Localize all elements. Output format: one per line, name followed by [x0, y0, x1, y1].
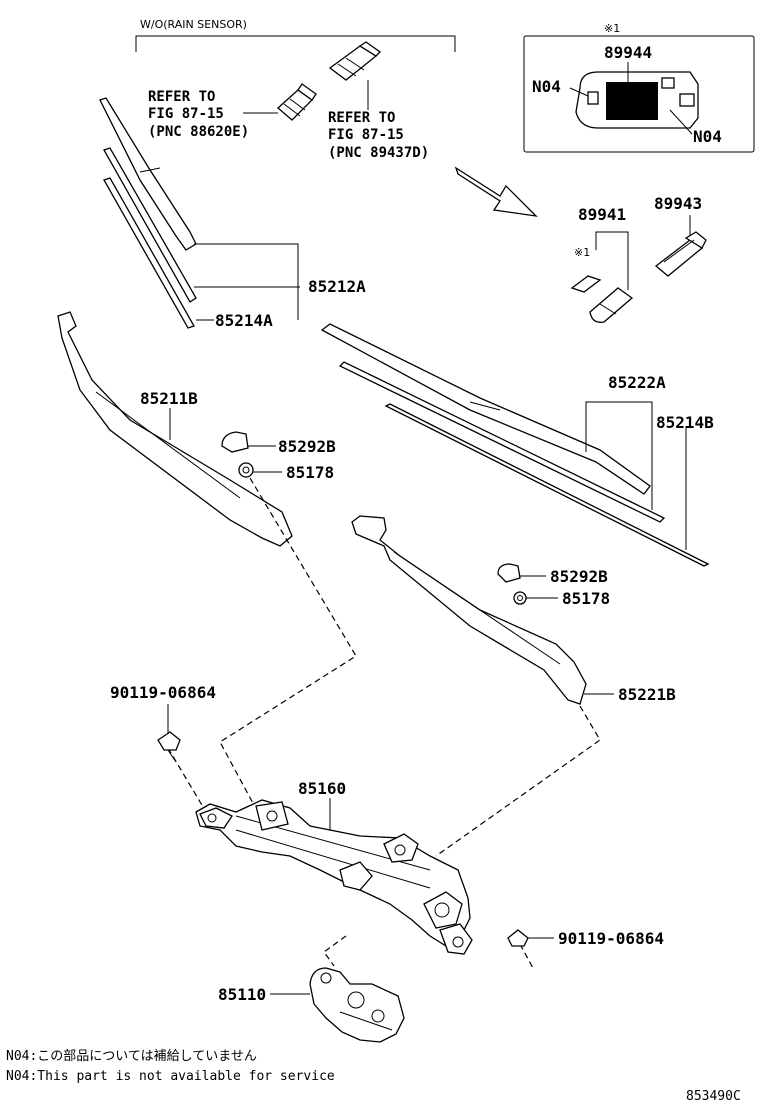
wo-rain-sensor-bracket: W/O(RAIN SENSOR)	[135, 18, 456, 52]
ref2-line1: REFER TO	[328, 110, 395, 126]
label-n04-right: N04	[693, 127, 722, 146]
label-85110: 85110	[218, 985, 266, 1004]
left-wiper-blade-assembly: 85212A 85214A	[99, 97, 366, 330]
gel-sheet-part	[570, 275, 602, 293]
right-wiper-arm: 85292B 85178 85221B	[351, 515, 676, 705]
ref2-line3: (PNC 89437D)	[328, 145, 429, 161]
footnotes: N04:この部品については補給していません N04:This part is n…	[6, 1049, 335, 1084]
label-85221b: 85221B	[618, 685, 676, 704]
inset-sensor-box: ※1 89944 N04 N04	[523, 22, 755, 153]
reference-88620e: REFER TO FIG 87-15 (PNC 88620E)	[148, 83, 317, 140]
ref1-line2: FIG 87-15	[148, 106, 224, 122]
note-japanese: N04:この部品については補給していません	[6, 1049, 257, 1064]
figure-id: 853490C	[686, 1089, 741, 1104]
direction-arrow	[454, 166, 538, 217]
bolt-right: 90119-06864	[507, 929, 664, 948]
label-85160: 85160	[298, 779, 346, 798]
right-arm-nut	[513, 591, 527, 605]
rain-sensor-housing	[575, 71, 699, 129]
label-89943: 89943	[654, 194, 702, 213]
wo-rain-sensor-label: W/O(RAIN SENSOR)	[140, 18, 247, 31]
rain-sensor-cover-part-2	[328, 41, 382, 81]
left-arm-nut	[238, 462, 254, 478]
wiper-motor: 85110	[218, 967, 405, 1043]
label-85211b: 85211B	[140, 389, 198, 408]
label-89944: 89944	[604, 43, 652, 62]
right-wiper-blade-assembly: 85222A 85214B	[320, 323, 714, 567]
ref2-line2: FIG 87-15	[328, 127, 404, 143]
wiper-linkage: 85160	[195, 779, 473, 955]
label-85178-right: 85178	[562, 589, 610, 608]
ref1-line1: REFER TO	[148, 89, 215, 105]
left-arm-cap	[221, 431, 249, 453]
inset-mark: ※1	[604, 22, 620, 35]
label-n04-left: N04	[532, 77, 561, 96]
label-85214a: 85214A	[215, 311, 273, 330]
right-arm-cap	[497, 563, 521, 583]
left-wiper-arm: 85211B 85292B 85178	[57, 311, 336, 547]
label-90119-right: 90119-06864	[558, 929, 664, 948]
label-85222a: 85222A	[608, 373, 666, 392]
bolt-left: 90119-06864	[110, 683, 216, 763]
sensor-parts-group: 89941 ※1 89943	[570, 194, 707, 323]
label-85178-left: 85178	[286, 463, 334, 482]
label-85212a: 85212A	[308, 277, 366, 296]
note-english: N04:This part is not available for servi…	[6, 1069, 335, 1084]
label-85214b: 85214B	[656, 413, 714, 432]
ref1-line3: (PNC 88620E)	[148, 124, 249, 140]
sensor-bracket-89943	[654, 231, 707, 277]
label-90119-left: 90119-06864	[110, 683, 216, 702]
sensor-cover-89941	[589, 287, 634, 323]
mark-small: ※1	[574, 246, 590, 259]
label-85292b-right: 85292B	[550, 567, 608, 586]
label-89941: 89941	[578, 205, 626, 224]
reference-89437d: REFER TO FIG 87-15 (PNC 89437D)	[328, 41, 429, 161]
rain-sensor-cover-part-1	[277, 83, 317, 121]
label-85292b-left: 85292B	[278, 437, 336, 456]
